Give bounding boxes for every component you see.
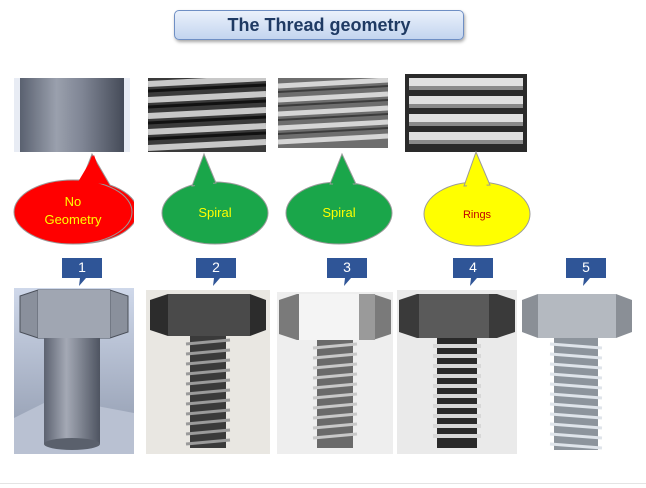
divider: [0, 483, 646, 484]
callout-text: Spiral: [198, 205, 232, 220]
bolt-image-2-spiral: [146, 290, 270, 454]
callout-text: No Geometry: [44, 194, 102, 227]
callout-text: Rings: [462, 209, 492, 221]
number-callout-1: 1: [62, 258, 102, 286]
callout-bubble-spiral-2: Spiral: [284, 152, 394, 246]
number-callout-2: 2: [196, 258, 236, 286]
bolt-image-3-spiral: [277, 292, 393, 454]
callout-bubble-rings: Rings: [422, 150, 532, 248]
thread-thumbnail-spiral-1: [148, 78, 266, 152]
page-title: The Thread geometry: [174, 10, 464, 40]
callout-text: Spiral: [322, 205, 356, 220]
bolt-image-5-real-photo: [518, 292, 636, 454]
callout-bubble-no-geometry: No Geometry: [12, 152, 138, 246]
thread-thumbnail-rings: [405, 74, 527, 152]
number-callout-5: 5: [566, 258, 606, 286]
bolt-image-1-no-geometry: [14, 288, 134, 454]
callout-bubble-spiral-1: Spiral: [160, 152, 270, 246]
thread-thumbnail-no-geometry: [14, 78, 130, 152]
number-callout-3: 3: [327, 258, 367, 286]
number-callout-4: 4: [453, 258, 493, 286]
thread-thumbnail-spiral-2: [278, 78, 388, 148]
bolt-image-4-rings: [397, 290, 517, 454]
